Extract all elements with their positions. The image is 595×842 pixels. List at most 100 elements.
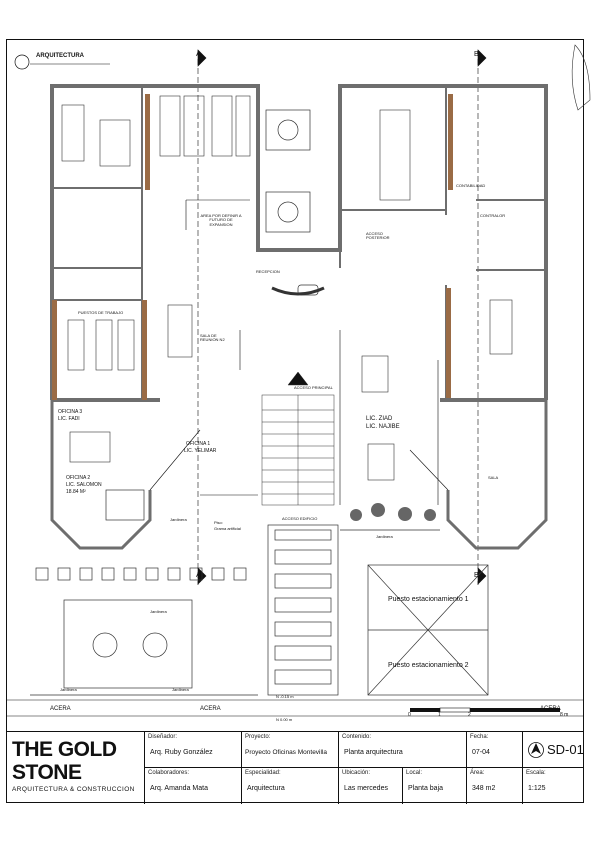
reception-desk [271, 286, 325, 296]
ubicacion-cell: Ubicación: Las mercedes [338, 768, 402, 804]
plants [350, 503, 436, 521]
room-lic-fadi: LIC. FADI [58, 416, 80, 422]
jardinera-label-5: Jardinera [172, 687, 189, 692]
jardinera-label-1: Jardinera [170, 517, 187, 522]
room-oficina-2-area: 18.84 M² [66, 489, 86, 495]
especialidad-value: Arquitectura [247, 785, 285, 792]
ubicacion-value: Las mercedes [344, 785, 388, 792]
disenador-cell: Diseñador: Arq. Ruby González [144, 732, 241, 768]
brand-logo: THE GOLD STONE ARQUITECTURA & CONSTRUCCI… [6, 732, 144, 804]
area-cell: Área: 348 m2 [466, 768, 522, 804]
parking-label-2: Puesto estacionamiento 2 [388, 662, 469, 669]
proyecto-cell: Proyecto: Proyecto Oficinas Montevilla [241, 732, 338, 768]
room-lic-yelimar: LIC. YELIMAR [184, 448, 217, 454]
grama-label: Grama artificial [214, 526, 241, 531]
room-lic-ziad: LIC. ZIAD [366, 416, 393, 422]
brand-line-1: THE GOLD [12, 738, 117, 761]
area-label: Área: [470, 770, 485, 776]
drawing-sheet [6, 39, 584, 803]
section-mark-b-top: B [474, 51, 479, 58]
octagon-bays [50, 400, 548, 550]
exterior-walls [50, 84, 548, 402]
scale-tick-2: 2 [468, 712, 471, 718]
section-mark-a-bottom: A [196, 572, 201, 579]
local-label: Local: [406, 770, 423, 776]
ubicacion-label: Ubicación: [342, 770, 371, 776]
room-area-por-definir: AREA POR DEFINIR A FUTURO DE EXPANSION [200, 213, 242, 227]
sheet-number: SD-01 [547, 742, 584, 757]
workstations [61, 95, 513, 481]
escala-value: 1:125 [528, 785, 546, 792]
area-value: 348 m2 [472, 785, 496, 792]
staircase [261, 371, 335, 506]
scale-bar [410, 707, 560, 713]
brand-line-2: STONE [12, 761, 82, 784]
brand-line-3: ARQUITECTURA & CONSTRUCCION [12, 786, 135, 793]
acera-label-3: ACERA [540, 706, 561, 712]
north-mark-icon [14, 54, 30, 70]
scale-tick-1: 1 [438, 712, 441, 718]
especialidad-cell: Especialidad: Arquitectura [241, 768, 338, 804]
meeting-tables [105, 109, 319, 521]
local-value: Planta baja [408, 785, 444, 792]
room-sala-reunion-2: SALA DE REUNION N2 [200, 333, 225, 343]
colaboradores-value: Arq. Amanda Mata [150, 785, 208, 792]
room-recepcion: RECEPCION [256, 269, 280, 274]
room-sala: SALA [488, 475, 499, 480]
section-title: ARQUITECTURA [36, 53, 84, 59]
jardinera-label-3: Jardinera [150, 609, 167, 614]
colaboradores-label: Colaboradores: [148, 770, 190, 776]
room-acceso-posterior: ACCESO POSTERIOR [366, 231, 390, 241]
proyecto-value: Proyecto Oficinas Montevilla [245, 749, 328, 756]
jardinera-label-4: Jardinera [60, 687, 77, 692]
section-mark-b-bottom: B [474, 572, 479, 579]
car-icon [571, 44, 591, 111]
jardinera-label-2: Jardinera [376, 534, 393, 539]
room-acceso-principal: ACCESO PRINCIPAL [294, 385, 333, 390]
title-block: THE GOLD STONE ARQUITECTURA & CONSTRUCCI… [6, 731, 584, 804]
fecha-value: 07-04 [472, 749, 490, 756]
piso-label: Piso: [214, 520, 223, 525]
room-acceso-edificio: ACCESO EDIFICIO [282, 516, 318, 521]
section-line-a [197, 49, 207, 585]
contenido-label: Contenido: [342, 734, 372, 740]
sheet-cell: SD-01 [522, 732, 584, 768]
fecha-label: Fecha: [470, 734, 489, 740]
level-label-1: N -0.15 m [276, 694, 294, 699]
room-lic-salomon: LIC. SALOMON [66, 482, 102, 488]
scale-tick-8: 8 m [560, 712, 569, 718]
room-oficina-2: OFICINA 2 [66, 475, 91, 481]
disenador-label: Diseñador: [148, 734, 178, 740]
scale-tick-0: 0 [408, 712, 411, 718]
escala-label: Escala: [526, 770, 546, 776]
section-line-b [477, 49, 487, 585]
room-contabilidad: CONTABILIDAD [456, 183, 486, 188]
room-puestos-de-trabajo: PUESTOS DE TRABAJO [78, 310, 124, 315]
room-lic-najibe: LIC. NAJIBE [366, 424, 400, 430]
level-label-2: N 0.00 m [276, 717, 293, 722]
room-oficina-3: OFICINA 3 [58, 409, 83, 415]
disenador-value: Arq. Ruby González [150, 749, 213, 756]
proyecto-label: Proyecto: [245, 734, 271, 740]
fecha-cell: Fecha: 07-04 [466, 732, 522, 768]
especialidad-label: Especialidad: [245, 770, 281, 776]
acera-label-2: ACERA [200, 706, 221, 712]
acera-label-1: ACERA [50, 706, 71, 712]
contenido-cell: Contenido: Planta arquitectura [338, 732, 466, 768]
contenido-value: Planta arquitectura [344, 749, 403, 756]
garden-area [30, 529, 440, 696]
local-cell: Local: Planta baja [402, 768, 466, 804]
diagonal-walls [149, 199, 449, 505]
room-oficina-1: OFICINA 1 [186, 441, 211, 447]
interior-walls [52, 86, 546, 400]
room-contralor: CONTRALOR [480, 213, 506, 218]
parking-area [267, 524, 489, 696]
colaboradores-cell: Colaboradores: Arq. Amanda Mata [144, 768, 241, 804]
wood-panels [52, 94, 453, 400]
escala-cell: Escala: 1:125 [522, 768, 584, 804]
sidewalk-lines [6, 699, 584, 717]
north-arrow-icon [528, 742, 544, 758]
section-mark-a-top: A [196, 51, 201, 58]
parking-label-1: Puesto estacionamiento 1 [388, 596, 469, 603]
